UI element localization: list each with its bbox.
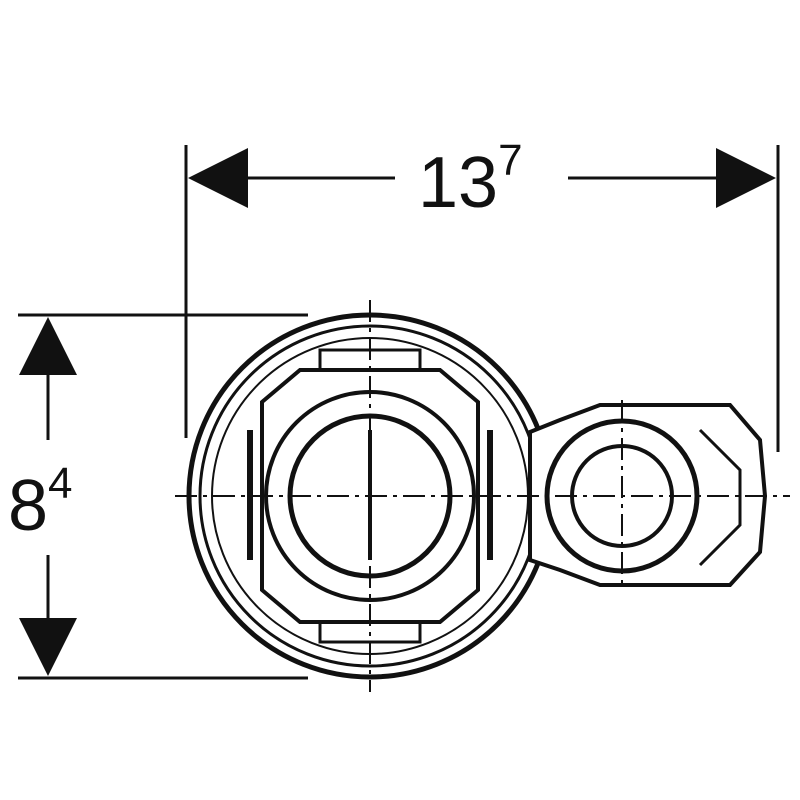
centerlines bbox=[175, 300, 790, 692]
arrowhead-left bbox=[188, 148, 248, 208]
arrowhead-right bbox=[716, 148, 776, 208]
height-dimension-label: 84 bbox=[8, 459, 73, 546]
arrowhead-down bbox=[19, 618, 77, 676]
width-dimension-label: 137 bbox=[418, 136, 523, 223]
arrowhead-up bbox=[19, 317, 77, 375]
